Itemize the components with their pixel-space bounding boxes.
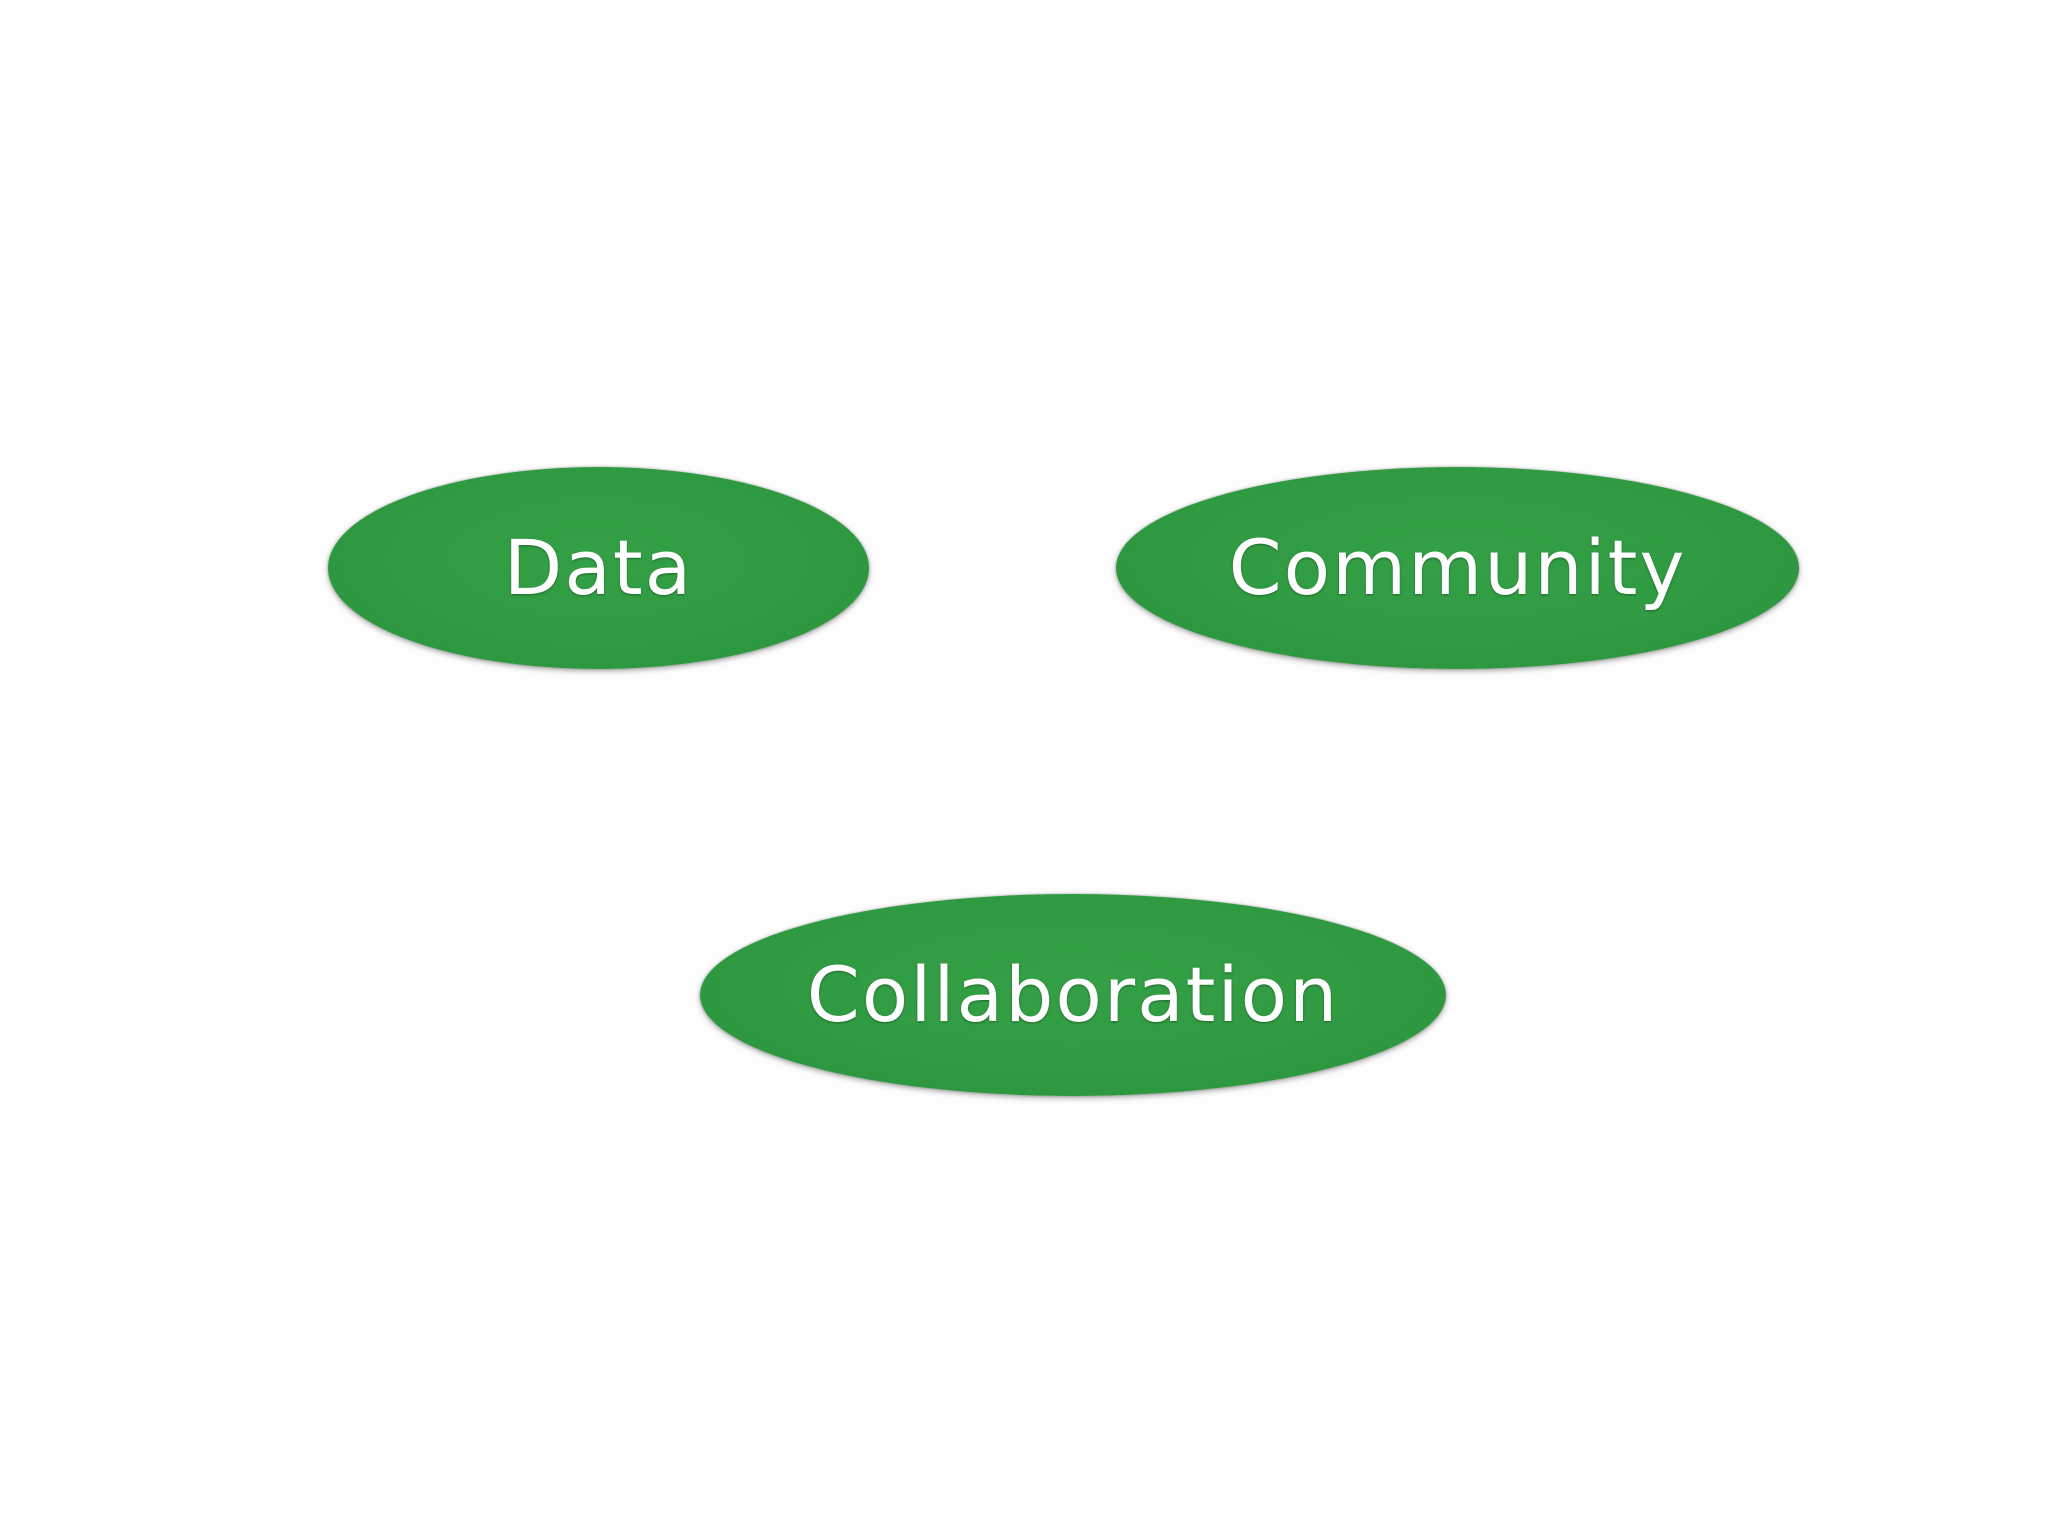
node-collaboration-label: Collaboration — [806, 950, 1340, 1039]
node-community-label: Community — [1228, 523, 1687, 612]
node-collaboration: Collaboration — [700, 894, 1446, 1096]
node-community: Community — [1116, 467, 1799, 669]
node-data-label: Data — [503, 523, 694, 612]
node-data: Data — [328, 467, 869, 669]
